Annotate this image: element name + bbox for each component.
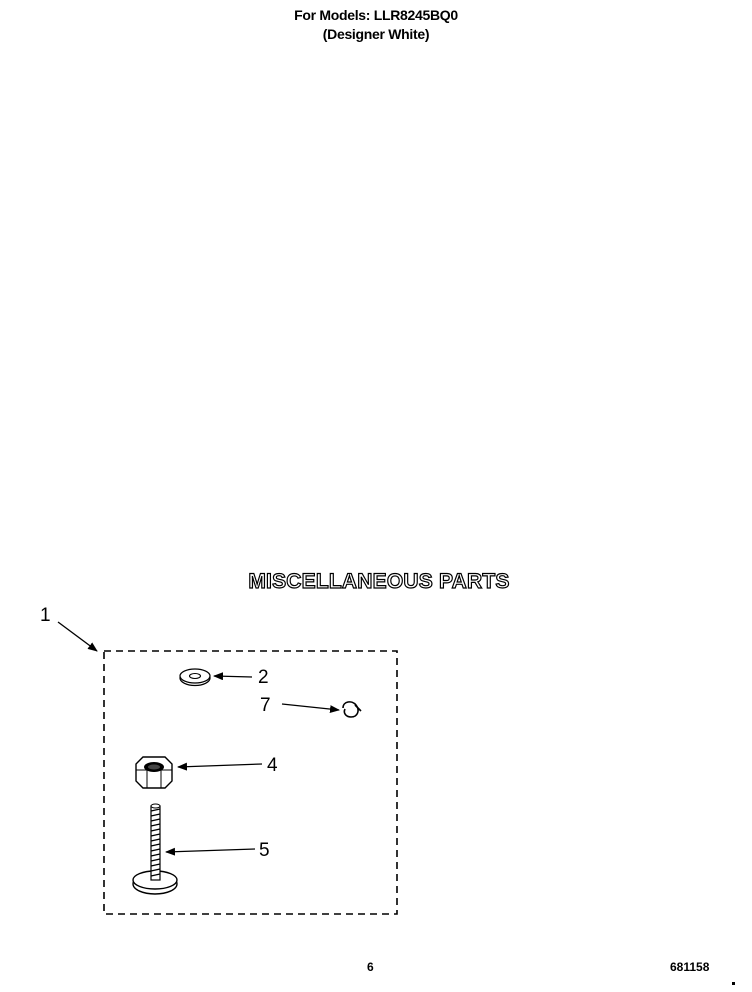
clip-part (342, 701, 362, 718)
models-heading: For Models: LLR8245BQ0 (294, 7, 458, 23)
color-heading: (Designer White) (322, 26, 430, 42)
page-number: 6 (367, 960, 374, 974)
hex-nut-part (135, 756, 173, 789)
parts-kit-boundary (103, 650, 398, 915)
callout-clip: 7 (260, 695, 271, 716)
callout-kit: 1 (40, 605, 51, 626)
callout-washer: 2 (258, 667, 269, 688)
section-title: MISCELLANEOUS PARTS (248, 569, 510, 593)
document-code: 681158 (670, 960, 710, 974)
callout-bolt: 5 (259, 840, 270, 861)
leveling-bolt-part (132, 803, 178, 895)
washer-part (179, 668, 211, 687)
leader-washer (213, 672, 253, 681)
leader-kit (57, 621, 98, 652)
footer-mark (732, 982, 735, 985)
leader-clip (281, 703, 340, 714)
leader-nut (177, 762, 263, 771)
callout-nut: 4 (267, 755, 278, 776)
leader-bolt (165, 847, 256, 856)
